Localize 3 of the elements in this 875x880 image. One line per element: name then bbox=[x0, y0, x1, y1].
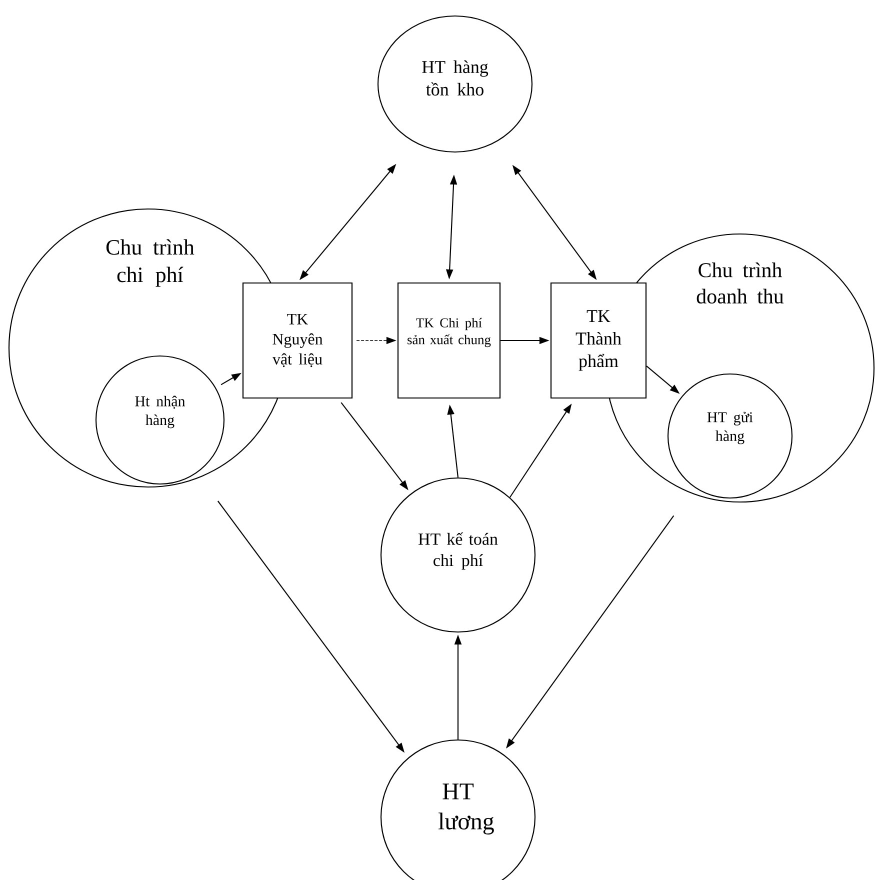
account-box: TK Nguyên vật liệu bbox=[242, 282, 353, 399]
account-box: TK Chi phí sản xuất chung bbox=[397, 282, 501, 399]
account-box: TK Thành phẩm bbox=[550, 282, 647, 399]
